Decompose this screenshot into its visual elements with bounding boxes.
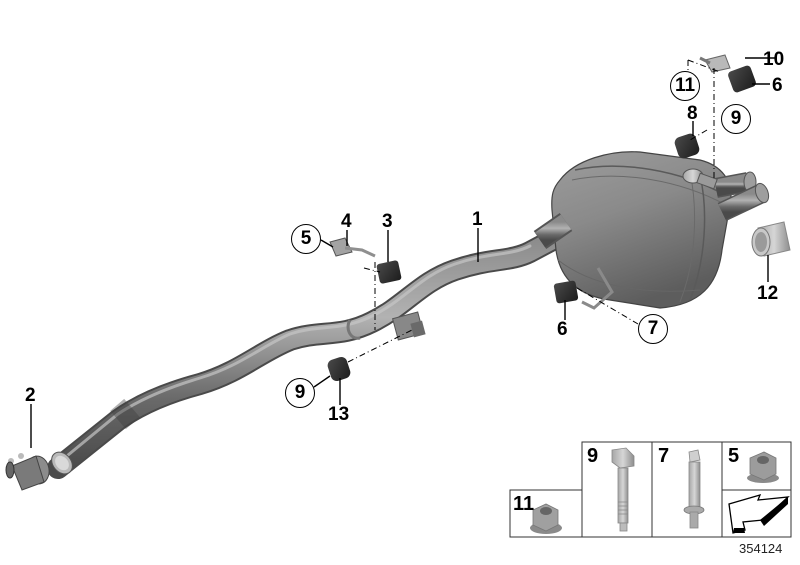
callout-10: 10 xyxy=(763,49,785,70)
callout-9-circled-lower: 9 xyxy=(285,378,315,408)
legend-number-7: 7 xyxy=(658,445,670,467)
callout-12: 12 xyxy=(757,283,779,304)
flange-nut-icon-11 xyxy=(530,503,562,534)
direction-arrow-icon xyxy=(728,494,790,534)
hanger-bracket-part-4 xyxy=(329,237,376,258)
legend-number-9: 9 xyxy=(587,445,599,467)
rubber-mount-part-6-top xyxy=(728,65,756,93)
exhaust-flap-actuator xyxy=(682,168,718,190)
pipe-clamp-part-2 xyxy=(5,453,50,491)
callout-6-lower: 6 xyxy=(557,319,568,340)
callout-4: 4 xyxy=(341,211,352,232)
callout-1: 1 xyxy=(472,209,483,230)
hex-bolt-icon xyxy=(611,447,635,532)
callout-5-circled: 5 xyxy=(291,224,321,254)
callout-9-circled-top: 9 xyxy=(721,104,751,134)
rubber-mount-part-13 xyxy=(327,357,351,381)
rubber-mount-part-3 xyxy=(376,260,402,284)
callout-8: 8 xyxy=(687,103,698,124)
exhaust-pipe-part-1 xyxy=(47,225,571,479)
legend-number-5: 5 xyxy=(728,445,740,467)
image-number: 354124 xyxy=(739,541,783,556)
flange-nut-icon-5 xyxy=(747,451,779,483)
callout-3: 3 xyxy=(382,211,393,232)
bracket-part-10 xyxy=(699,54,731,73)
hardware-legend-table xyxy=(509,441,792,538)
rubber-mount-part-8 xyxy=(674,133,700,159)
callout-6-top: 6 xyxy=(772,75,783,96)
stud-bolt-icon xyxy=(683,449,705,529)
callout-2: 2 xyxy=(25,385,36,406)
leader-lines xyxy=(30,57,775,448)
dash-dot-assembly-lines xyxy=(347,59,721,363)
rubber-mount-part-6-lower xyxy=(553,280,579,304)
legend-number-11: 11 xyxy=(513,493,535,515)
tailpipe-trim-part-12 xyxy=(751,221,791,257)
callout-7-circled: 7 xyxy=(638,314,668,344)
rear-muffler xyxy=(533,151,770,310)
callout-11-circled: 11 xyxy=(670,71,700,101)
callout-13: 13 xyxy=(328,404,350,425)
muffler-tailpipes xyxy=(714,171,770,222)
